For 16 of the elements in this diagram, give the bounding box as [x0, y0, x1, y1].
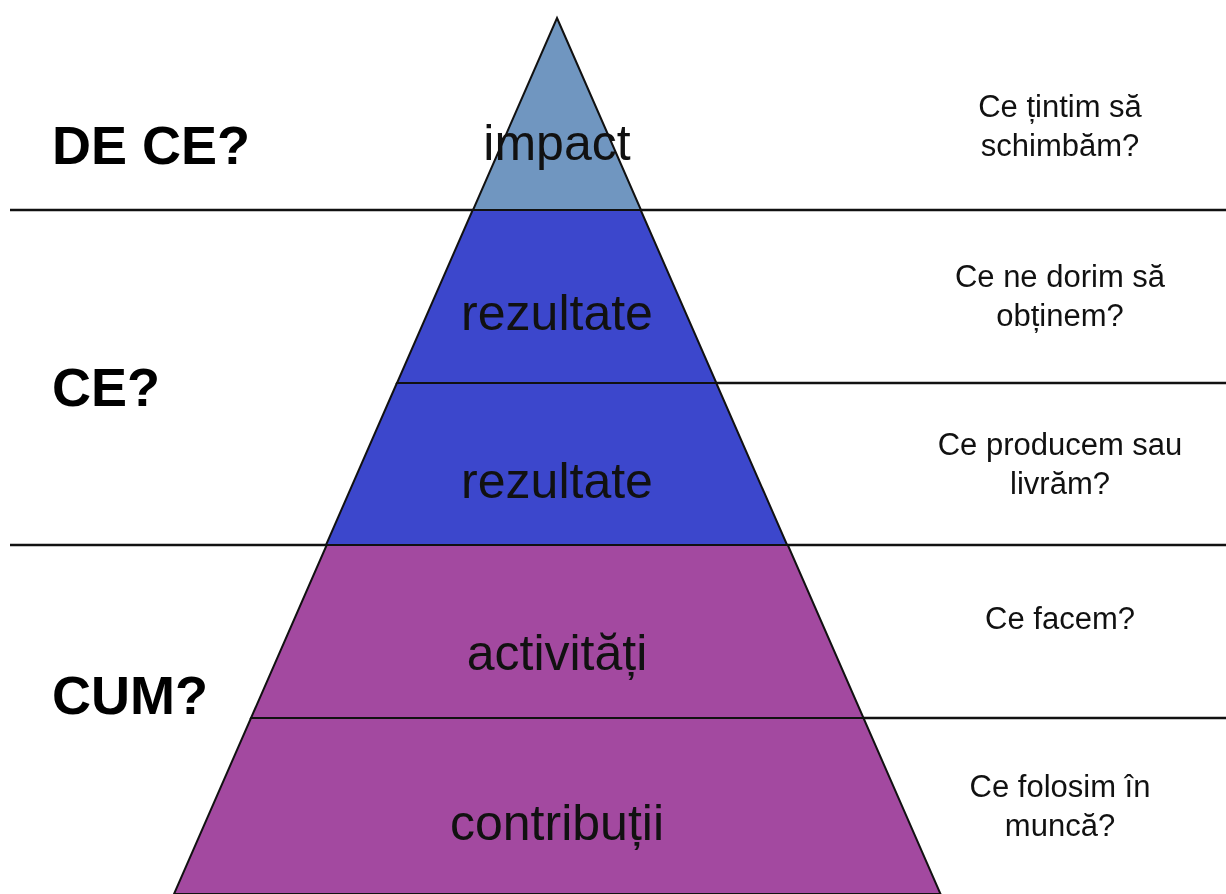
pyramid-tier [173, 718, 941, 894]
row-question: Ce țintim să schimbăm? [977, 88, 1143, 165]
row-heading: CE? [52, 360, 160, 414]
tier-label: contribuții [450, 795, 664, 851]
row-question: Ce ne dorim să obținem? [953, 258, 1167, 335]
row-heading: DE CE? [52, 118, 251, 172]
row-question: Ce folosim în muncă? [968, 768, 1152, 845]
pyramid-tier [397, 210, 717, 383]
tier-label: activități [466, 625, 648, 681]
pyramid-tier [250, 545, 864, 718]
row-question: Ce facem? [984, 600, 1136, 638]
row-heading: CUM? [52, 668, 208, 722]
pyramid-tier [326, 383, 788, 545]
tier-label: rezultate [461, 453, 653, 509]
tier-label: rezultate [461, 285, 653, 341]
row-question: Ce producem sau livrăm? [936, 426, 1184, 503]
